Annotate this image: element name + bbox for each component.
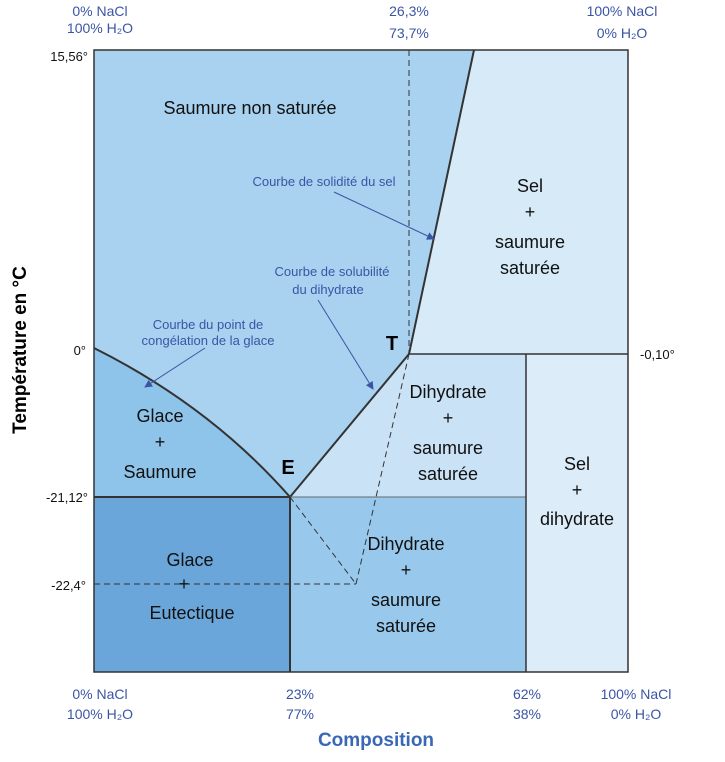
temp-label-dashed: -22,4° (51, 578, 86, 593)
temp-label-right: -0,10° (640, 347, 675, 362)
region-label-dihydrate-top-3: saturée (418, 464, 478, 484)
region-ice-brine (94, 348, 290, 497)
region-label-salt-dihydrate-2: dihydrate (540, 509, 614, 529)
region-label-ice-brine-0: Glace (136, 406, 183, 426)
bottom-label-l1-2: 100% H₂O (67, 706, 133, 722)
top-label-right-1: 100% NaCl (587, 3, 658, 19)
x-axis-title: Composition (318, 730, 434, 751)
bottom-label-l2-2: 77% (286, 706, 314, 722)
temp-label-zero: 0° (74, 343, 86, 358)
region-salt-brine (409, 50, 628, 354)
arrow-salt-solidus (333, 191, 435, 240)
top-label-left-2: 100% H₂O (67, 20, 133, 36)
bottom-label-l4-2: 0% H₂O (611, 706, 662, 722)
annotation-dihydrate-solubility-1: Courbe de solubilité (275, 264, 390, 279)
bottom-label-l3-2: 38% (513, 706, 541, 722)
annotation-salt-solidus: Courbe de solidité du sel (252, 174, 395, 189)
region-label-dihydrate-top-0: Dihydrate (409, 382, 486, 402)
region-dihydrate-brine-top (290, 354, 526, 497)
annotation-ice-freezing-1: Courbe du point de (153, 317, 264, 332)
region-salt-dihydrate (526, 354, 628, 672)
bottom-label-l1-1: 0% NaCl (72, 686, 127, 702)
region-label-ice-eutectic-1: + (179, 574, 190, 594)
region-label-salt-dihydrate-0: Sel (564, 454, 590, 474)
region-label-dihydrate-bottom-1: + (401, 560, 412, 580)
region-label-salt-brine-3: saturée (500, 258, 560, 278)
ice-freezing-curve (93, 347, 291, 498)
dihydrate-solubility-line (289, 353, 410, 498)
region-label-salt-brine-0: Sel (517, 176, 543, 196)
arrow-dihydrate-solubility (317, 299, 374, 390)
region-label-ice-eutectic-0: Glace (166, 550, 213, 570)
arrow-ice-freezing (144, 347, 206, 388)
region-label-ice-eutectic-2: Eutectique (149, 603, 234, 623)
region-label-dihydrate-bottom-3: saturée (376, 616, 436, 636)
salt-solidus-line (408, 49, 475, 355)
point-E: E (281, 457, 294, 479)
y-axis-title: Température en °C (10, 266, 31, 434)
region-ice-eutectic (94, 497, 290, 672)
region-label-ice-brine-1: + (155, 432, 166, 452)
bottom-label-l3-1: 62% (513, 686, 541, 702)
point-T: T (386, 333, 398, 355)
top-label-left-1: 0% NaCl (72, 3, 127, 19)
annotation-ice-freezing-2: congélation de la glace (142, 333, 275, 348)
temp-label-top: 15,56° (50, 49, 88, 64)
region-label-brine: Saumure non saturée (163, 98, 336, 118)
region-label-dihydrate-bottom-0: Dihydrate (367, 534, 444, 554)
region-label-salt-brine-2: saumure (495, 232, 565, 252)
bottom-label-l4-1: 100% NaCl (601, 686, 672, 702)
region-label-dihydrate-top-2: saumure (413, 438, 483, 458)
region-label-ice-brine-2: Saumure (123, 462, 196, 482)
top-label-right-2: 0% H₂O (597, 25, 648, 41)
dashed-line-ice-ext (289, 496, 357, 585)
top-label-mid-1: 26,3% (389, 3, 429, 19)
plot-frame (93, 49, 629, 673)
region-label-salt-brine-1: + (525, 202, 536, 222)
region-label-salt-dihydrate-1: + (572, 480, 583, 500)
region-label-dihydrate-bottom-2: saumure (371, 590, 441, 610)
temp-label-eutectic: -21,12° (46, 490, 88, 505)
top-label-mid-2: 73,7% (389, 25, 429, 41)
annotation-dihydrate-solubility-2: du dihydrate (292, 282, 364, 297)
bottom-label-l2-1: 23% (286, 686, 314, 702)
region-label-dihydrate-top-1: + (443, 408, 454, 428)
